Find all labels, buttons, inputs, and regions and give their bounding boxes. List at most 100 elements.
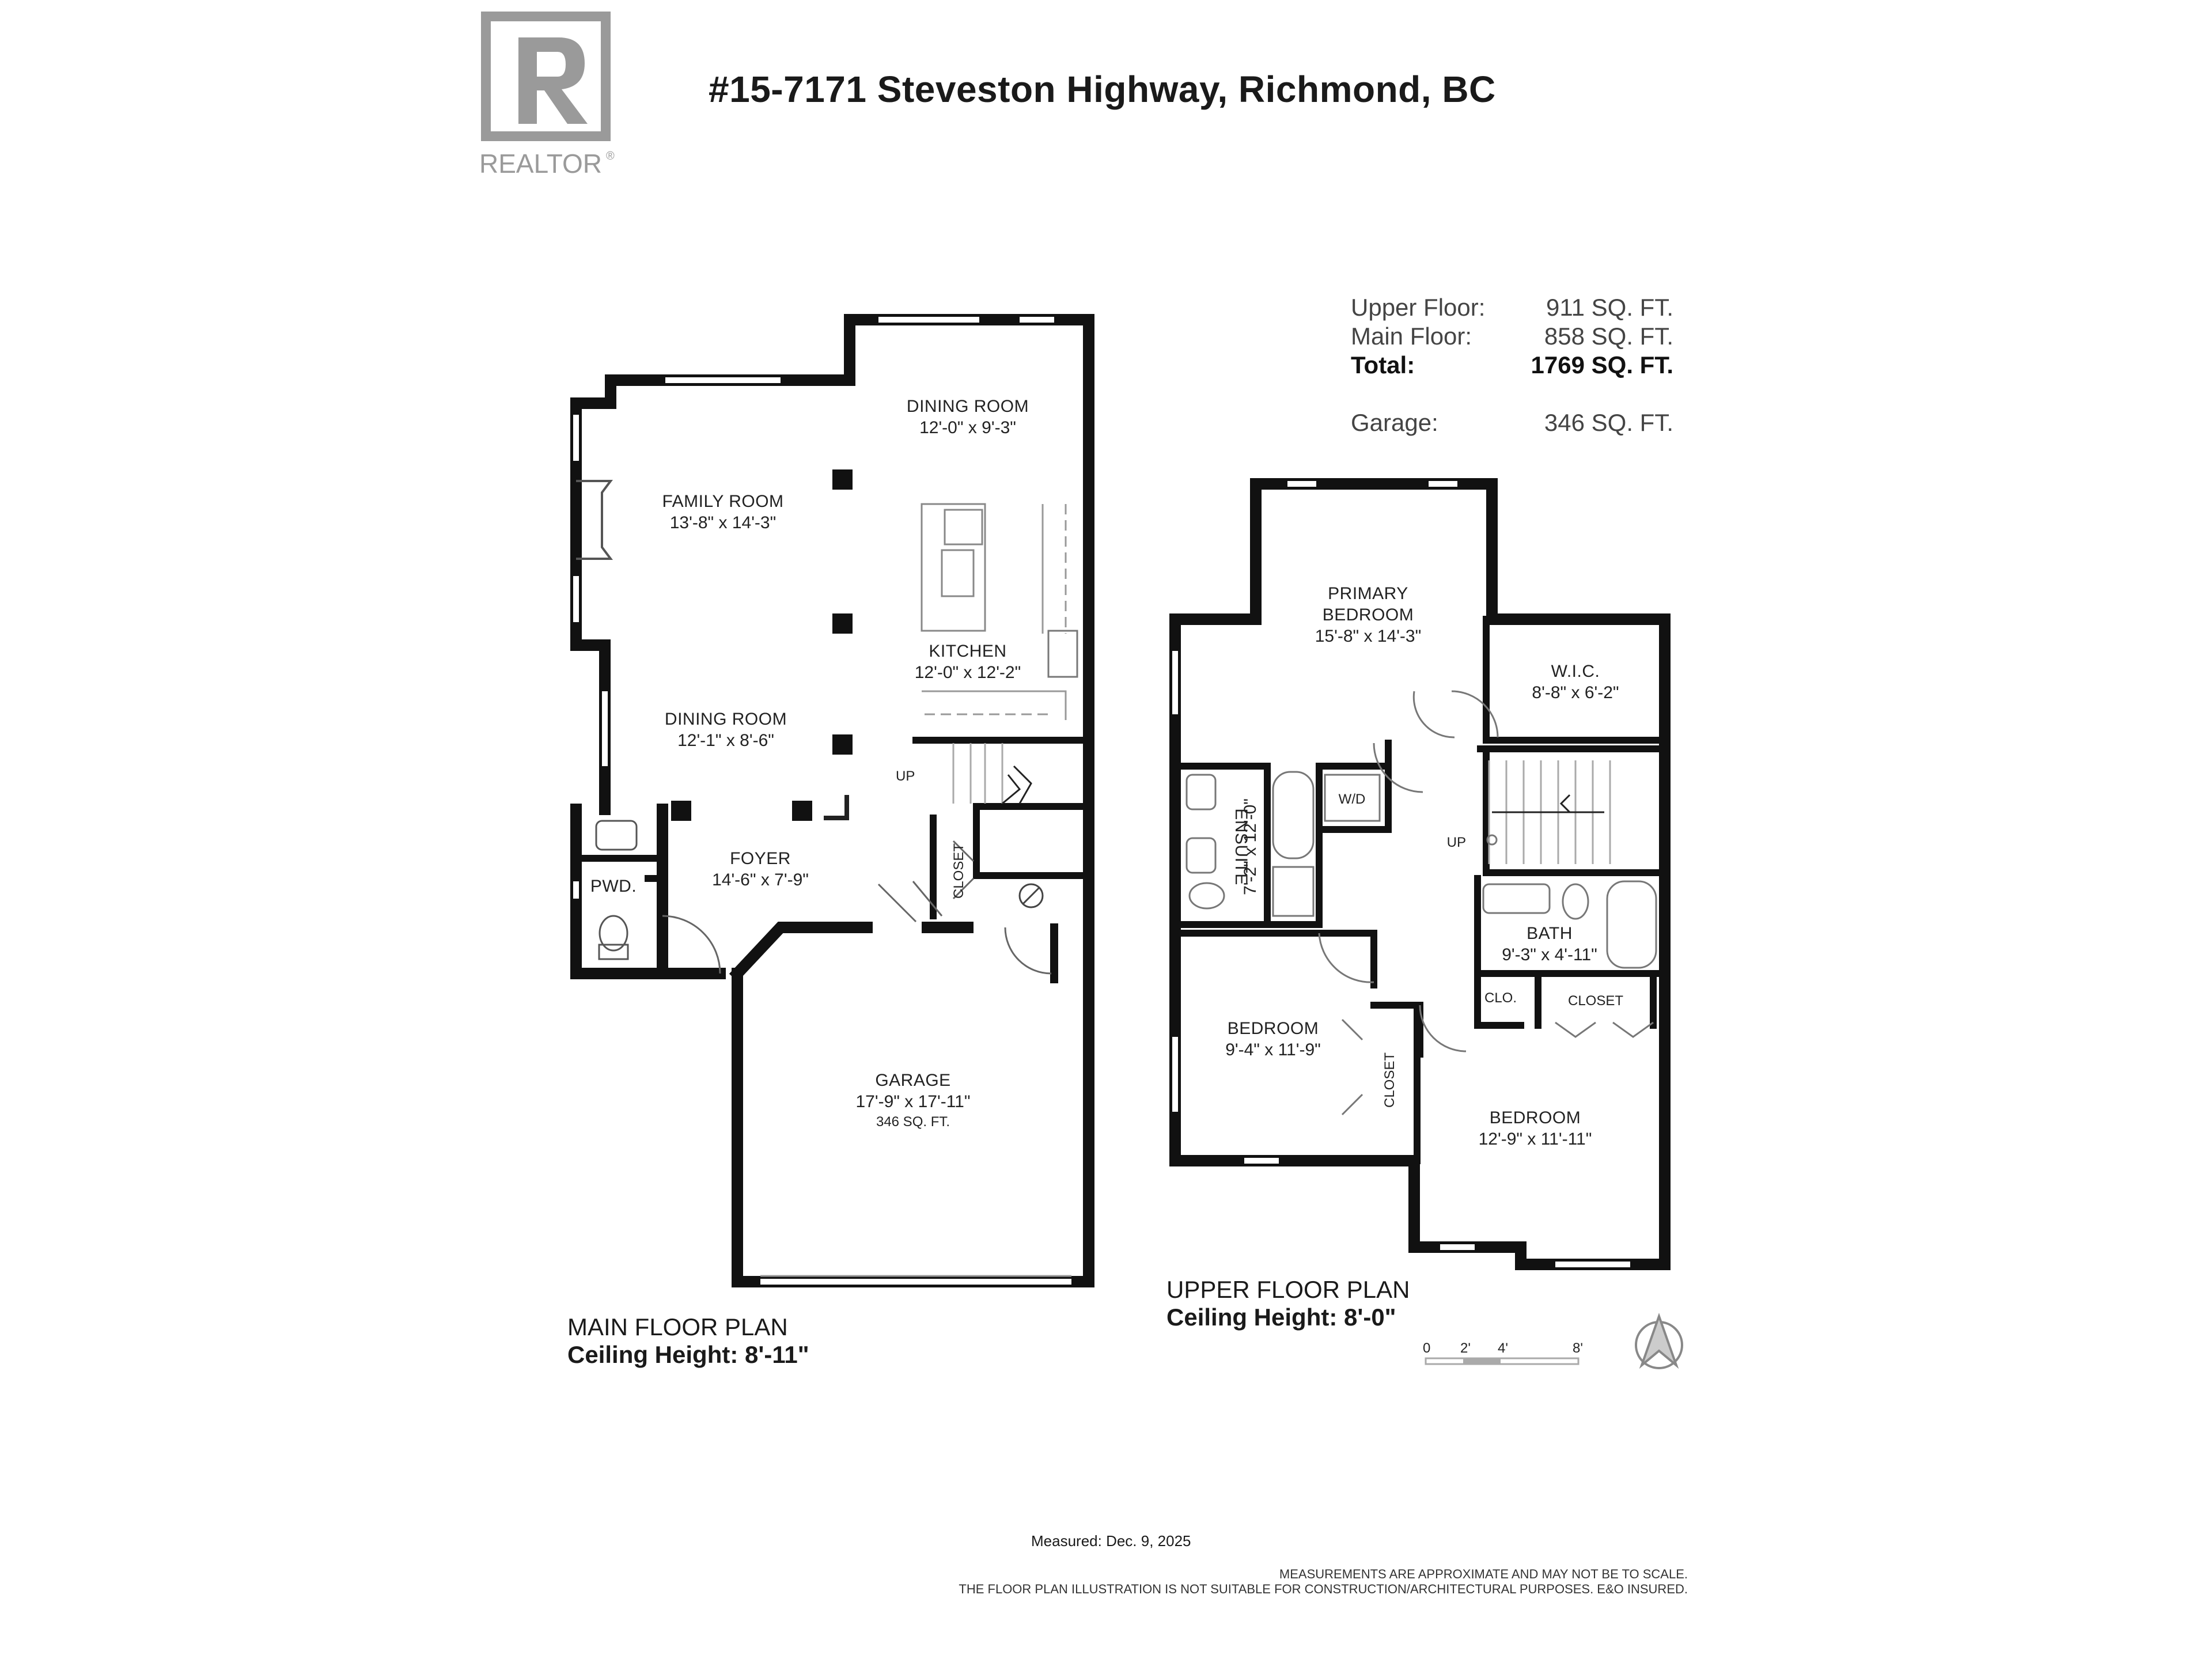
stair-arrow-icon	[1559, 794, 1571, 813]
wd-label: W/D	[1339, 791, 1366, 807]
registered-mark: ®	[606, 150, 615, 162]
scale-bar: 0 2' 4' 8'	[1423, 1340, 1583, 1365]
wd-icon	[1324, 774, 1381, 822]
realtor-r-icon	[518, 37, 588, 124]
scale-tick-0: 0	[1423, 1340, 1430, 1356]
main-wall-stair-closet	[973, 803, 1092, 879]
upper-up-label: UP	[1447, 835, 1466, 850]
bedroom-right-label: BEDROOM	[1490, 1108, 1581, 1127]
kitchen-label: KITCHEN	[929, 642, 1006, 661]
closet-left-bifold-icon	[1341, 1018, 1363, 1116]
pwd-label: PWD.	[590, 877, 637, 896]
primary-bedroom-label-2: BEDROOM	[1323, 605, 1414, 624]
scale-tick-2: 2'	[1460, 1340, 1471, 1356]
foyer-door-icon	[877, 883, 917, 923]
bedroom-door-swing	[1318, 933, 1374, 983]
bath-label: BATH	[1527, 924, 1573, 943]
water-heater-icon	[1018, 883, 1044, 908]
upper-wall-bedroom-closet	[1370, 930, 1421, 1164]
stair-break-icon	[1002, 765, 1032, 805]
closet-left-label: CLOSET	[1382, 1052, 1397, 1108]
bedroom-right-dim: 12'-9" x 11'-11"	[1479, 1130, 1592, 1149]
main-floor-title: MAIN FLOOR PLAN	[567, 1313, 788, 1340]
total-value: 1769 SQ. FT.	[1531, 351, 1673, 378]
ensuite-label: ENSUITE	[1232, 808, 1251, 885]
kitchen-island	[921, 503, 986, 632]
garage-label: Garage:	[1351, 409, 1438, 436]
garage-value: 346 SQ. FT.	[1544, 409, 1673, 436]
ensuite-dim: 7'-2" x 12'-0"	[1241, 798, 1260, 895]
kitchen-counter-lower	[922, 690, 1067, 720]
main-floor-value: 858 SQ. FT.	[1544, 323, 1673, 350]
area-summary: Upper Floor: 911 SQ. FT. Main Floor: 858…	[1351, 294, 1673, 438]
upper-floor-ceiling: Ceiling Height: 8'-0"	[1166, 1304, 1396, 1331]
garage-area: 346 SQ. FT.	[876, 1114, 950, 1130]
main-wall-top-right	[844, 314, 1094, 1287]
upper-floor-caption: UPPER FLOOR PLAN Ceiling Height: 8'-0"	[1166, 1276, 1410, 1331]
disclaimer-line-1: MEASUREMENTS ARE APPROXIMATE AND MAY NOT…	[1279, 1567, 1688, 1581]
upper-floor-label: Upper Floor:	[1351, 294, 1486, 321]
upper-floor-value: 911 SQ. FT.	[1546, 294, 1673, 321]
scale-bar-frame	[1425, 1357, 1580, 1365]
ensuite-shower-icon	[1272, 866, 1315, 917]
dining-room-top-label: DINING ROOM	[907, 397, 1029, 416]
pwd-toilet-tank	[598, 944, 629, 960]
primary-bedroom-dim: 15'-8" x 14'-3"	[1315, 627, 1422, 646]
upper-windows	[1172, 481, 1630, 1267]
main-wall-foyer-angle	[729, 922, 873, 982]
total-row: Total: 1769 SQ. FT.	[1351, 351, 1673, 380]
main-fixtures	[576, 480, 1078, 1277]
ensuite-toilet-icon	[1188, 882, 1225, 910]
bath-dim: 9'-3" x 4'-11"	[1502, 945, 1597, 964]
closet-bifold-icon	[952, 840, 975, 900]
main-floor-caption: MAIN FLOOR PLAN Ceiling Height: 8'-11"	[567, 1313, 809, 1369]
bath-tub-icon	[1606, 880, 1657, 969]
column	[832, 613, 853, 634]
pwd-sink-icon	[595, 820, 638, 851]
upper-fixtures	[1185, 690, 1657, 1116]
upper-wall-bedroom-top	[1172, 921, 1377, 937]
scale-tick-8: 8'	[1573, 1340, 1583, 1356]
bedroom-left-dim: 9'-4" x 11'-9"	[1225, 1040, 1321, 1059]
total-label: Total:	[1351, 351, 1415, 378]
scale-tick-4: 4'	[1498, 1340, 1508, 1356]
garage-row: Garage: 346 SQ. FT.	[1351, 409, 1673, 438]
family-room-label: FAMILY ROOM	[662, 492, 783, 511]
post	[824, 795, 849, 820]
foyer-door-swing	[662, 915, 721, 974]
closet-door-icon	[912, 881, 943, 916]
realtor-logo: REALTOR ®	[479, 12, 615, 176]
closet-label: CLOSET	[951, 843, 967, 899]
main-windows	[573, 317, 1071, 1285]
garage-label-room: GARAGE	[875, 1071, 950, 1090]
kitchen-dim: 12'-0" x 12'-2"	[915, 663, 1021, 682]
main-wall-left-upper	[570, 314, 855, 815]
primary-bedroom-label-1: PRIMARY	[1328, 584, 1408, 603]
dining-room-dim: 12'-1" x 8'-6"	[677, 731, 774, 750]
upper-floor-title: UPPER FLOOR PLAN	[1166, 1276, 1410, 1303]
main-columns	[671, 469, 853, 821]
bath-toilet-icon	[1562, 883, 1589, 920]
measured-date: Measured: Dec. 9, 2025	[1031, 1532, 1191, 1550]
main-floor-ceiling: Ceiling Height: 8'-11"	[567, 1341, 809, 1368]
up-label: UP	[896, 768, 915, 784]
family-room-dim: 13'-8" x 14'-3"	[670, 513, 777, 532]
upper-wall-wic	[1483, 616, 1668, 744]
upper-wall-wd-box	[1316, 763, 1392, 833]
disclaimer-line-2: THE FLOOR PLAN ILLUSTRATION IS NOT SUITA…	[959, 1582, 1688, 1596]
ensuite-tub-icon	[1272, 771, 1315, 859]
wic-label: W.I.C.	[1551, 662, 1600, 681]
pwd-toilet-icon	[599, 915, 628, 952]
upper-floor-row: Upper Floor: 911 SQ. FT.	[1351, 294, 1673, 323]
dining-room-top-dim: 12'-0" x 9'-3"	[919, 418, 1016, 437]
clo-label: CLO.	[1484, 990, 1517, 1006]
main-floor-row: Main Floor: 858 SQ. FT.	[1351, 323, 1673, 351]
water-heater-icon-line	[1021, 886, 1041, 906]
bath-sink-icon	[1482, 883, 1551, 914]
upper-wall-closet	[1535, 970, 1657, 1029]
disclaimer: MEASUREMENTS ARE APPROXIMATE AND MAY NOT…	[922, 1567, 1688, 1597]
wd-door-swing	[1373, 743, 1423, 793]
dining-room-label: DINING ROOM	[665, 710, 787, 729]
main-floor-label: Main Floor:	[1351, 323, 1472, 350]
